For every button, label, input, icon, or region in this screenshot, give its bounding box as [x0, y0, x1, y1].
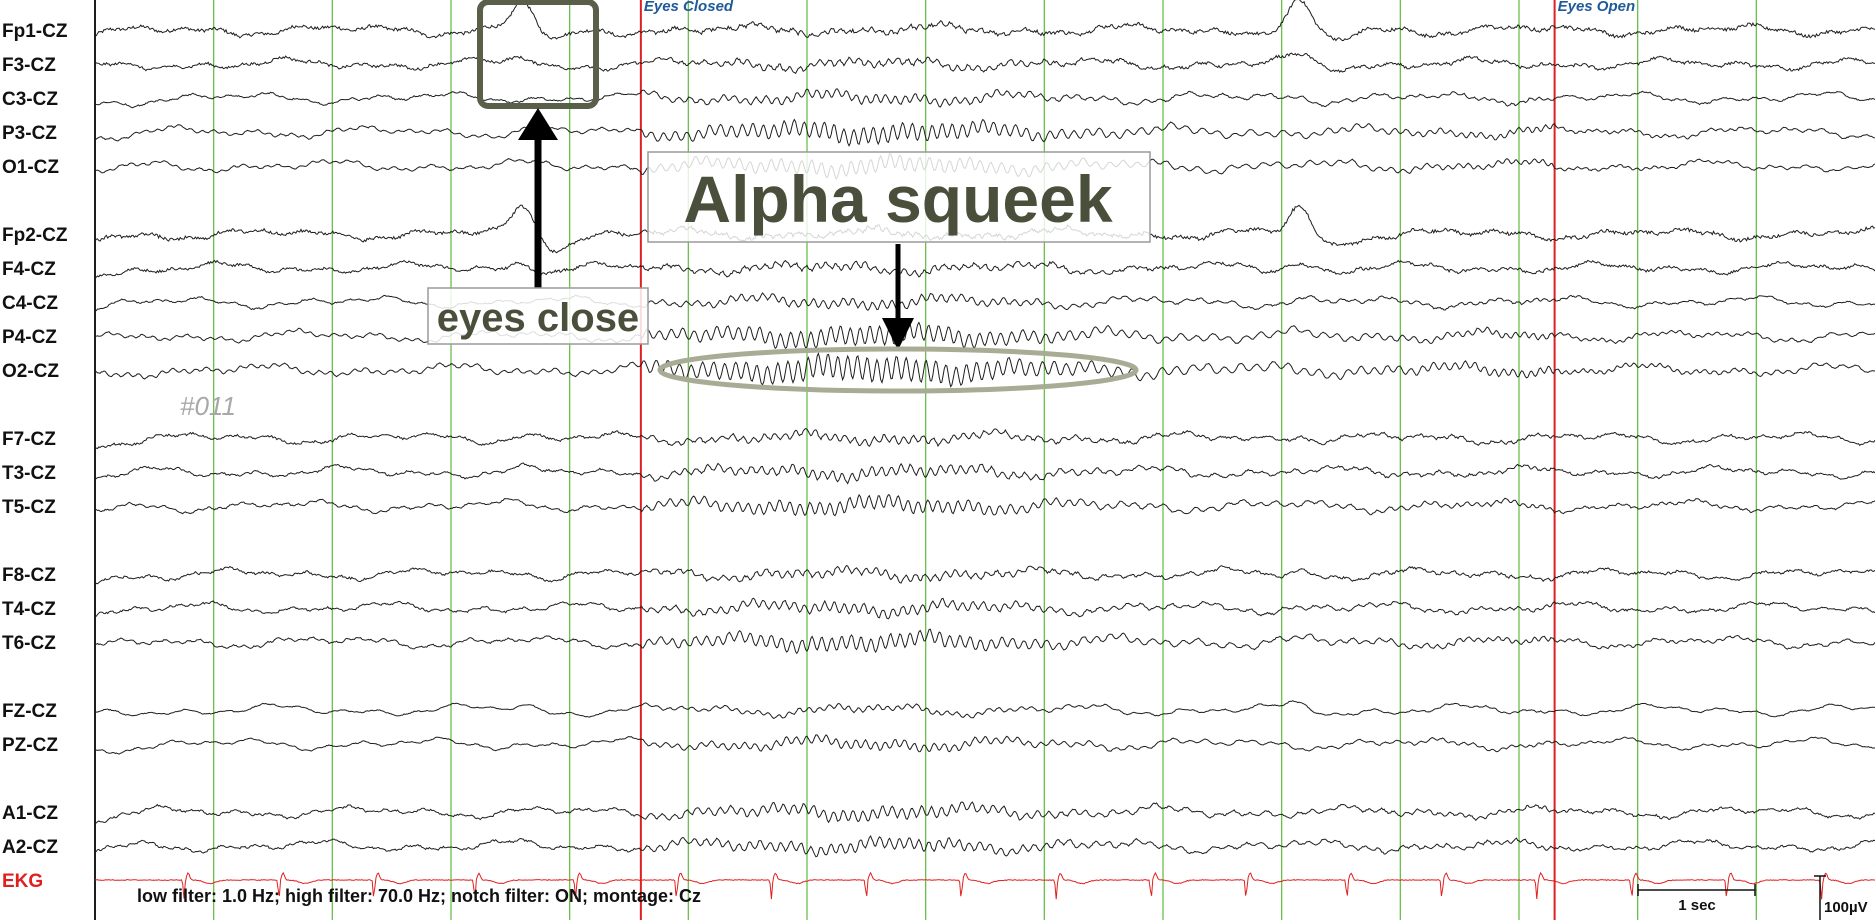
channel-label-fp1-cz: Fp1-CZ — [2, 21, 68, 42]
trace-c3-cz — [94, 88, 1875, 109]
page-mark: #011 — [180, 391, 236, 421]
channel-label-f4-cz: F4-CZ — [2, 259, 56, 280]
trace-fz-cz — [94, 700, 1875, 719]
trace-c4-cz — [94, 292, 1875, 312]
time-scale-bar: 1 sec — [1637, 884, 1756, 914]
amplitude-scale-bar: 100µV — [1814, 875, 1868, 920]
channel-label-c3-cz: C3-CZ — [2, 89, 58, 110]
filter-footer: low filter: 1.0 Hz; high filter: 70.0 Hz… — [137, 886, 701, 906]
trace-a1-cz — [94, 801, 1875, 824]
alpha-arrow-head — [882, 318, 914, 350]
blink-highlight-box — [477, 0, 599, 109]
trace-p4-cz — [94, 321, 1875, 350]
time-scale-label: 1 sec — [1678, 897, 1716, 914]
channel-label-t6-cz: T6-CZ — [2, 633, 56, 654]
channel-label-fz-cz: FZ-CZ — [2, 701, 57, 722]
channel-label-ekg: EKG — [2, 871, 43, 892]
channel-labels: Fp1-CZ F3-CZ C3-CZ P3-CZ O1-CZ Fp2-CZ F4-CZ C4-… — [2, 21, 68, 892]
eyes-close-box — [427, 287, 649, 345]
trace-t3-cz — [94, 462, 1875, 485]
trace-t5-cz — [94, 493, 1875, 517]
trace-o2-cz — [94, 351, 1875, 388]
trace-f4-cz — [94, 259, 1875, 278]
alpha-squeek-box — [647, 151, 1151, 243]
channel-label-a2-cz: A2-CZ — [2, 837, 58, 858]
channel-label-p4-cz: P4-CZ — [2, 327, 57, 348]
event-markers: Eyes Closed Eyes Open — [639, 0, 1636, 920]
trace-fp1-cz — [94, 0, 1875, 42]
trace-f7-cz — [94, 428, 1875, 450]
channel-label-pz-cz: PZ-CZ — [2, 735, 58, 756]
channel-label-a1-cz: A1-CZ — [2, 803, 58, 824]
alpha-highlight-ellipse — [657, 346, 1139, 394]
channel-label-t4-cz: T4-CZ — [2, 599, 56, 620]
alpha-squeek-label: Alpha squeek — [683, 162, 1112, 236]
trace-t4-cz — [94, 597, 1875, 620]
channel-label-t3-cz: T3-CZ — [2, 463, 56, 484]
eyes-close-arrow-head — [518, 108, 558, 140]
trace-f3-cz — [94, 52, 1875, 75]
trace-t6-cz — [94, 628, 1875, 655]
eyes-close-annotation: eyes close — [427, 0, 649, 345]
eyes-close-label: eyes close — [437, 296, 639, 340]
trace-a2-cz — [94, 834, 1875, 858]
trace-f8-cz — [94, 565, 1875, 585]
channel-label-o1-cz: O1-CZ — [2, 157, 59, 178]
trace-p3-cz — [94, 118, 1875, 147]
channel-label-c4-cz: C4-CZ — [2, 293, 58, 314]
channel-label-f3-cz: F3-CZ — [2, 55, 56, 76]
trace-pz-cz — [94, 734, 1875, 755]
channel-label-f7-cz: F7-CZ — [2, 429, 56, 450]
event-label-0: Eyes Closed — [644, 0, 734, 15]
channel-label-fp2-cz: Fp2-CZ — [2, 225, 68, 246]
alpha-squeek-annotation: Alpha squeek — [647, 151, 1151, 394]
channel-label-o2-cz: O2-CZ — [2, 361, 59, 382]
channel-label-t5-cz: T5-CZ — [2, 497, 56, 518]
channel-label-p3-cz: P3-CZ — [2, 123, 57, 144]
channel-label-f8-cz: F8-CZ — [2, 565, 56, 586]
trace-ekg — [94, 871, 1875, 900]
event-label-1: Eyes Open — [1558, 0, 1636, 15]
amplitude-scale-label: 100µV — [1824, 899, 1868, 916]
